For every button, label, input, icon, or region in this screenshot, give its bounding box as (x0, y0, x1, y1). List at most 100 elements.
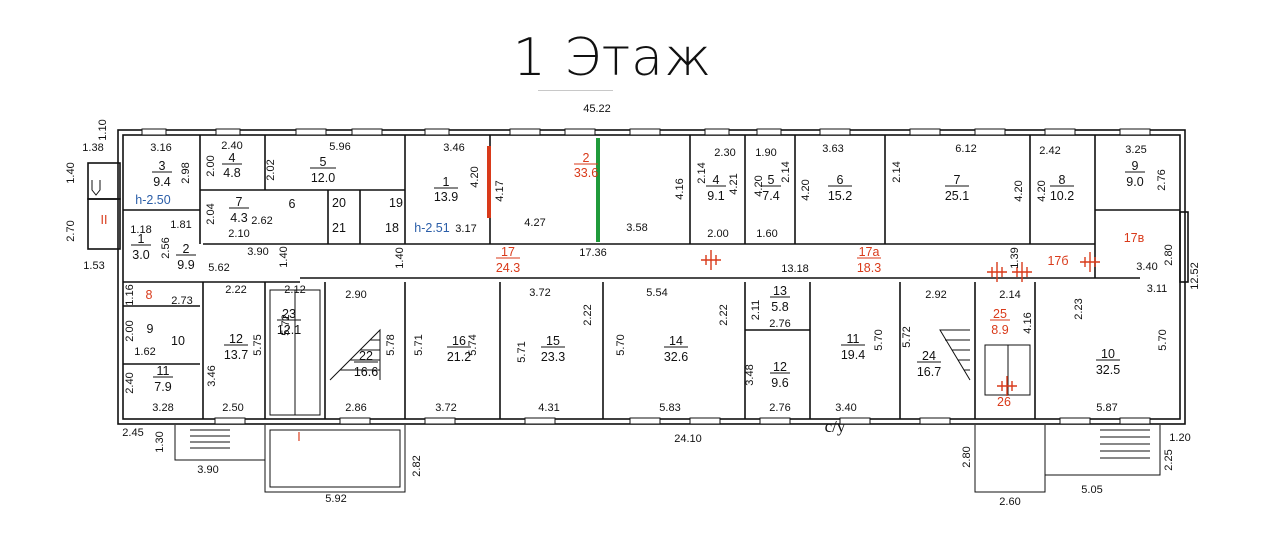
dimension-label: 2.40 (124, 372, 136, 393)
svg-text:12: 12 (773, 360, 787, 374)
dimension-label: 5.05 (1081, 484, 1102, 496)
overall-dimension: 17.36 (579, 247, 607, 259)
room-8: 810.2 (1050, 173, 1074, 203)
dimension-label: 5.75 (252, 334, 264, 355)
svg-text:4.8: 4.8 (223, 166, 240, 180)
dimension-label: 2.80 (1163, 244, 1175, 265)
dimension-label: 2.00 (707, 228, 728, 240)
dimension-label: 4.16 (1022, 312, 1034, 333)
dimension-label: 2.80 (961, 446, 973, 467)
dimension-label: 1.38 (82, 142, 103, 154)
dimension-label: 3.63 (822, 143, 843, 155)
svg-text:25: 25 (993, 307, 1007, 321)
dimension-label: 2.00 (205, 155, 217, 176)
dimension-label: 4.17 (494, 180, 506, 201)
dimension-label: 5.70 (615, 334, 627, 355)
dimension-label: 2.73 (171, 295, 192, 307)
dimension-label: 5.83 (659, 402, 680, 414)
room-4b: 49.1 (706, 173, 726, 203)
dimension-label: 3.16 (150, 142, 171, 154)
dimension-label: 2.22 (718, 304, 730, 325)
dimension-label: 2.00 (124, 320, 136, 341)
dimension-label: 1.30 (154, 431, 166, 452)
svg-text:13: 13 (773, 284, 787, 298)
dimension-label: 5.78 (385, 334, 397, 355)
dimension-label: 2.30 (714, 147, 735, 159)
dimension-label: 3.25 (1125, 144, 1146, 156)
svg-text:12.1: 12.1 (277, 323, 301, 337)
dimension-label: 2.14 (780, 161, 792, 182)
room-7: 74.3 (229, 195, 249, 225)
dimension-label: 2.82 (411, 455, 423, 476)
room-labels: 113.9 233.6 39.4 44.8 49.1 512.0 57.4 61… (101, 151, 1145, 444)
svg-text:2: 2 (183, 242, 190, 256)
dimension-label: 12.52 (1189, 262, 1201, 290)
dimension-label: 1.90 (755, 147, 776, 159)
overall-dimension: 45.22 (583, 103, 611, 115)
dimension-label: 5.92 (325, 493, 346, 505)
svg-text:16.7: 16.7 (917, 365, 941, 379)
svg-text:9: 9 (1132, 159, 1139, 173)
dimension-label: 2.14 (999, 289, 1020, 301)
ceiling-height-mid: h-2.51 (414, 221, 449, 235)
svg-text:33.6: 33.6 (574, 166, 598, 180)
dimension-label: 5.70 (873, 329, 885, 350)
dimension-label: 2.40 (221, 140, 242, 152)
svg-text:7: 7 (236, 195, 243, 209)
svg-text:23.3: 23.3 (541, 350, 565, 364)
dimension-label: 6.12 (955, 143, 976, 155)
svg-text:18.3: 18.3 (857, 261, 881, 275)
room-26-label: 26 (997, 395, 1011, 409)
dimension-label: 1.60 (756, 228, 777, 240)
dimension-label: 1.10 (97, 119, 109, 140)
svg-text:4.3: 4.3 (230, 211, 247, 225)
room-bl1: 13.0 (131, 232, 151, 262)
svg-text:19.4: 19.4 (841, 348, 865, 362)
dimension-label: 4.21 (728, 173, 740, 194)
dimension-label: 5.72 (901, 326, 913, 347)
corridor-walls (203, 243, 1140, 279)
dimension-label: 1.40 (394, 247, 406, 268)
svg-text:3: 3 (159, 159, 166, 173)
svg-text:7.4: 7.4 (762, 189, 779, 203)
dimension-label: 3.48 (744, 364, 756, 385)
room-25: 258.9 (990, 307, 1010, 337)
room-17v-label: 17в (1124, 231, 1145, 245)
dimension-label: 2.86 (345, 402, 366, 414)
bottom-partitions (123, 281, 1036, 419)
dimension-label: 3.90 (197, 464, 218, 476)
dimension-label: 2.11 (750, 300, 762, 321)
dimension-label: 2.50 (222, 402, 243, 414)
dimension-label: 3.90 (247, 246, 268, 258)
dimension-label: 3.28 (152, 402, 173, 414)
svg-text:13.9: 13.9 (434, 190, 458, 204)
svg-text:10.2: 10.2 (1050, 189, 1074, 203)
svg-text:32.6: 32.6 (664, 350, 688, 364)
svg-text:25.1: 25.1 (945, 189, 969, 203)
title-underline (538, 90, 613, 91)
dimension-label: 3.72 (435, 402, 456, 414)
windows (141, 128, 1151, 425)
room-12b: 129.6 (770, 360, 790, 390)
svg-text:8.9: 8.9 (991, 323, 1008, 337)
dimension-label: 1.81 (170, 219, 191, 231)
room-10-small-label: 10 (171, 334, 185, 348)
dimension-label: 2.22 (225, 284, 246, 296)
dimension-label: 2.25 (1163, 449, 1175, 470)
dimension-label: 3.46 (443, 142, 464, 154)
dimension-label: 2.22 (582, 304, 594, 325)
room-5: 512.0 (310, 155, 336, 185)
overall-dimension: 13.18 (781, 263, 809, 275)
svg-text:15: 15 (546, 334, 560, 348)
room-18-label: 18 (385, 221, 399, 235)
svg-text:12.0: 12.0 (311, 171, 335, 185)
room-20-label: 20 (332, 196, 346, 210)
svg-text:21.2: 21.2 (447, 350, 471, 364)
dimension-label: 3.17 (455, 223, 476, 235)
dimension-label: 1.62 (134, 346, 155, 358)
